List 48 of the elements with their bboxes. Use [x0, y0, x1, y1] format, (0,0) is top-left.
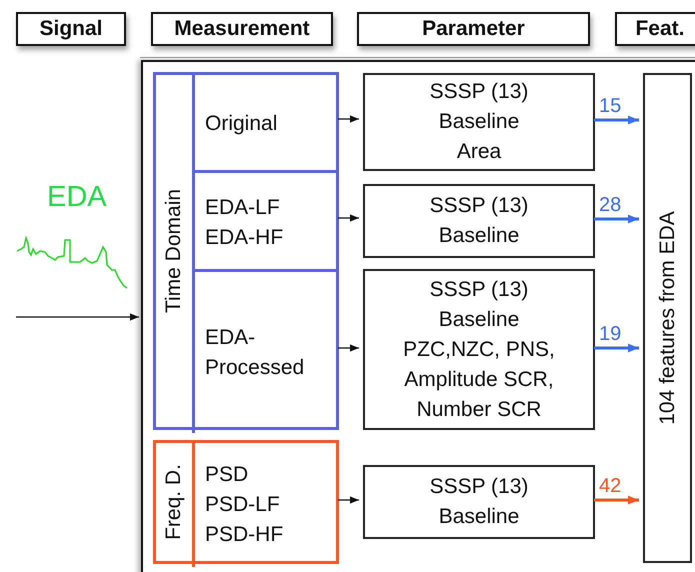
arrow	[338, 496, 359, 504]
measurement-label: EDA-LF	[205, 194, 281, 220]
measurement-label: PSD	[205, 462, 250, 488]
measurement-box	[192, 269, 339, 433]
arrow	[338, 344, 359, 352]
parameter-label: SSSP (13)	[428, 276, 530, 302]
parameter-label: Area	[456, 139, 502, 165]
measurement-label: EDA-HF	[205, 224, 284, 250]
arrow	[594, 214, 639, 224]
parameter-label: PZC,NZC, PNS, Amplitude SCR, Number SCR	[402, 336, 556, 422]
arrow	[338, 214, 359, 222]
column-header	[357, 12, 590, 46]
measurement-label: PSD-HF	[205, 522, 284, 548]
measurement-box	[192, 170, 339, 272]
rotated-label: Freq. D.	[162, 464, 186, 540]
arrow	[16, 313, 139, 321]
rotated-label: 104 features from EDA	[656, 211, 680, 425]
column-heading: Parameter	[422, 17, 525, 41]
column-header	[16, 12, 126, 46]
domain-group	[153, 440, 339, 564]
rotated-label: Time Domain	[162, 188, 186, 314]
parameter-label: SSSP (13)	[428, 79, 530, 105]
parameter-label: Baseline	[438, 223, 520, 249]
parameter-label: Baseline	[438, 109, 520, 135]
domain-group	[153, 72, 339, 430]
column-heading: Signal	[39, 17, 102, 41]
arrow	[594, 344, 639, 352]
features-box	[643, 73, 692, 563]
measurement-label: PSD-LF	[205, 492, 281, 518]
parameter-label: SSSP (13)	[428, 193, 530, 219]
parameter-box	[363, 269, 595, 430]
measurement-label: EDA- Processed	[205, 324, 305, 380]
column-heading: Measurement	[174, 17, 310, 41]
measurement-label: Original	[205, 111, 278, 137]
parameter-label: Baseline	[438, 504, 520, 530]
parameter-label: Baseline	[438, 306, 520, 332]
arrow	[594, 116, 639, 124]
column-heading: Feat.	[635, 17, 684, 41]
parameter-label: SSSP (13)	[428, 474, 530, 500]
arrow	[338, 115, 359, 123]
signal-name: EDA	[47, 181, 107, 214]
parameter-box	[363, 184, 595, 258]
panel	[141, 60, 695, 572]
column-header	[615, 12, 695, 46]
parameter-box	[363, 465, 595, 539]
arrow	[594, 496, 639, 504]
parameter-box	[363, 73, 595, 171]
column-header	[151, 12, 333, 46]
